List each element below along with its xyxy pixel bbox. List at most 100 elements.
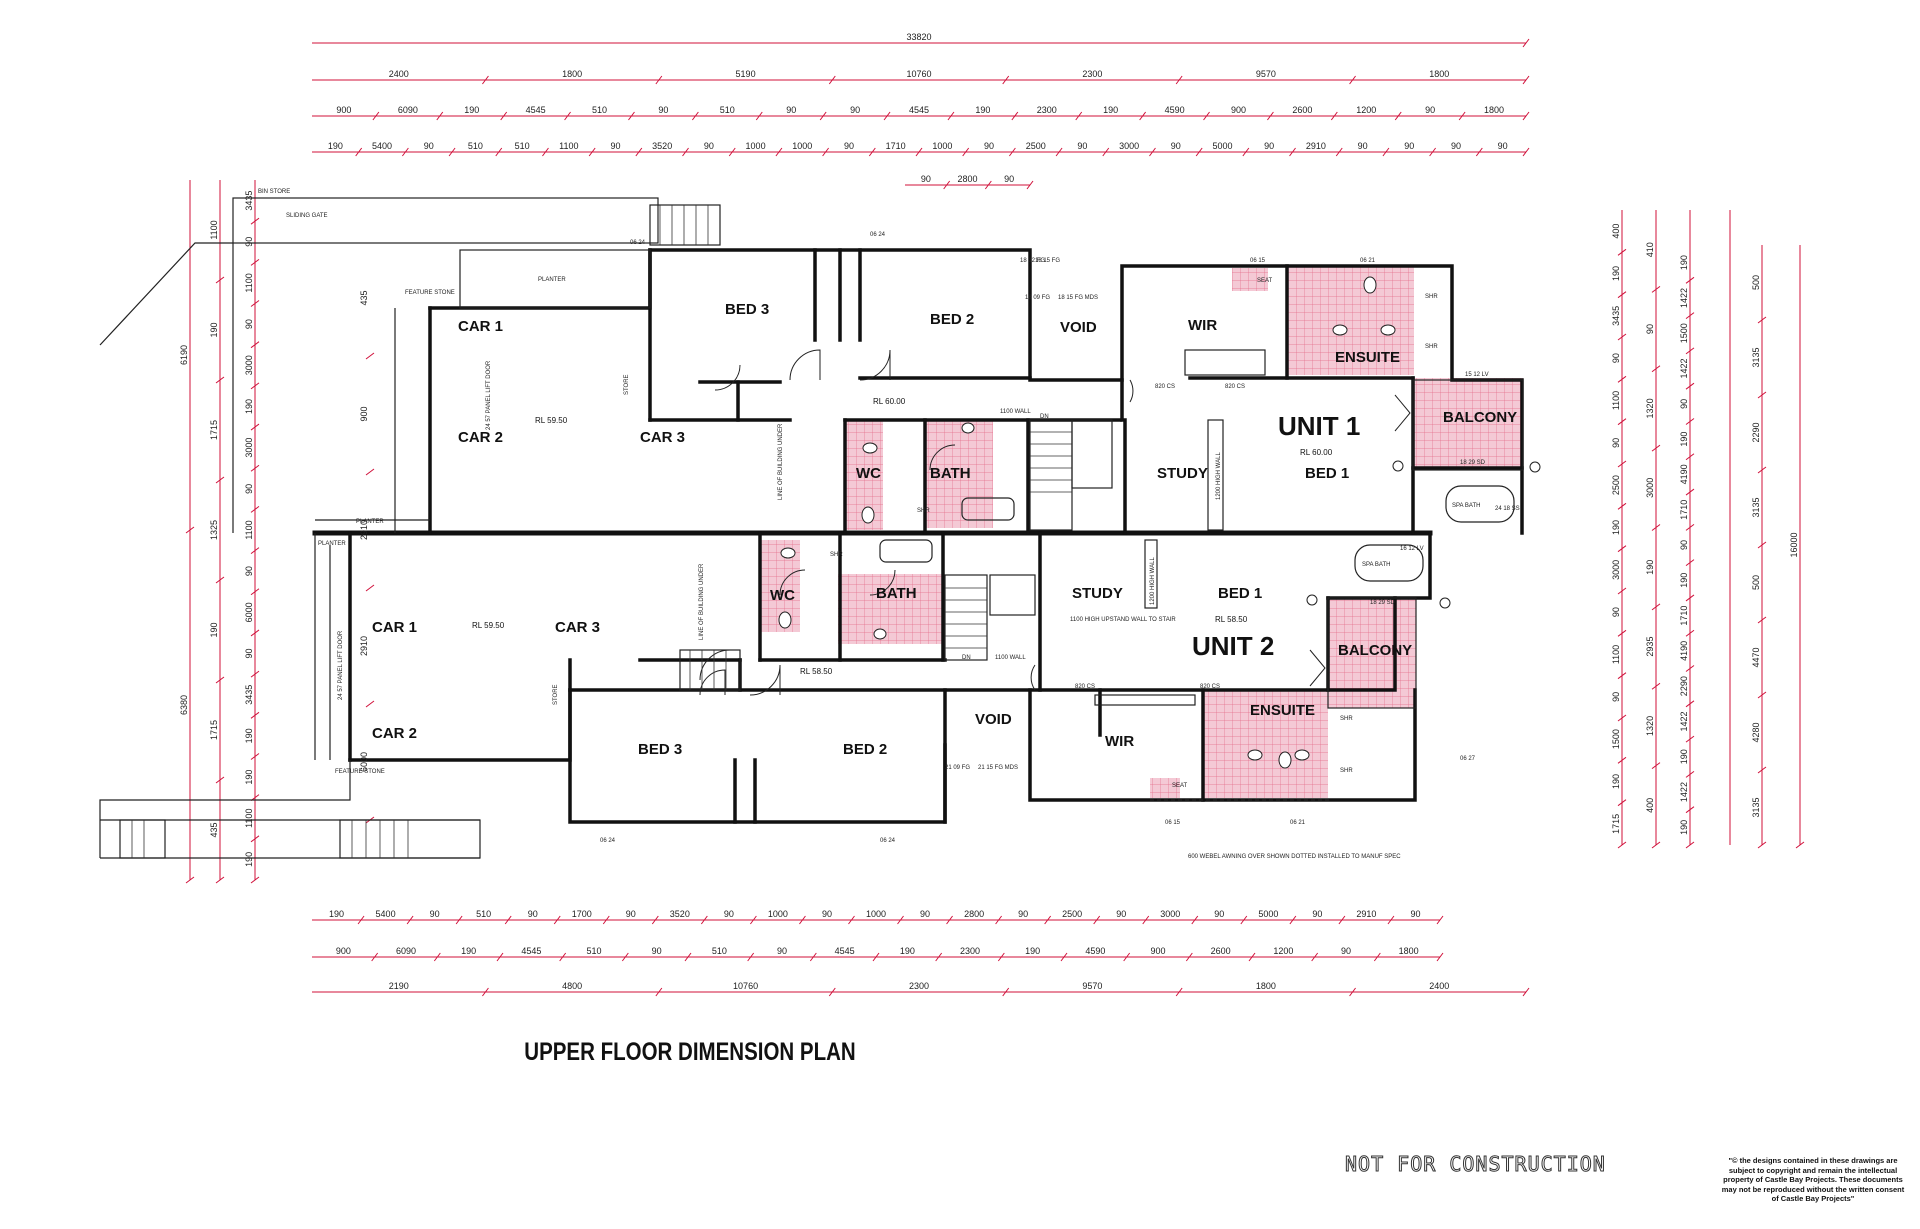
tick-right_c-9: [1685, 594, 1695, 602]
dim-bot2-4: 510: [586, 946, 601, 956]
dim-right_d-3: 3135: [1751, 497, 1761, 517]
tick-top3-9: [947, 111, 955, 121]
room-car1-u1: CAR 1: [458, 318, 503, 335]
dim-right_d-1: 3135: [1751, 347, 1761, 367]
tick-right_b-4: [1651, 603, 1661, 611]
tick-right_c-6: [1685, 488, 1695, 496]
note-planter-mid: PLANTER: [356, 519, 384, 525]
plan-annotation-21: 18 12 FG: [1020, 258, 1045, 264]
dim-left_b-16: 190: [244, 852, 254, 867]
tick-bot2-3: [559, 952, 567, 962]
note-dn-u2: DN: [962, 655, 971, 661]
dim-left_b-5: 190: [244, 399, 254, 414]
tick-bot1-15: [1093, 915, 1101, 925]
tick-top4-25: [1522, 147, 1530, 157]
dim-right_b-4: 190: [1645, 560, 1655, 575]
room-car2-u2: CAR 2: [372, 725, 417, 742]
tick-right_a-5: [1617, 460, 1627, 468]
dim-right_c-7: 1710: [1679, 500, 1689, 520]
tick-right_b-5: [1651, 682, 1661, 690]
dim-top4-21: 2910: [1306, 141, 1326, 151]
tick-top4-5: [588, 147, 596, 157]
note-feature-stone-top: FEATURE STONE: [405, 290, 455, 296]
tick-right_c-4: [1685, 418, 1695, 425]
note-sliding-gate: SLIDING GATE: [286, 213, 328, 219]
tick-top4-3: [495, 147, 503, 157]
dim-bot3-6: 2400: [1429, 981, 1449, 991]
dim-top3-7: 90: [786, 105, 796, 115]
tick-right_a-10: [1617, 672, 1627, 680]
tick-right_d-3: [1757, 541, 1767, 549]
tick-bot2-15: [1311, 952, 1319, 962]
room-car3-u1: CAR 3: [640, 429, 685, 446]
copyright-notice: "© the designs contained in these drawin…: [1721, 1156, 1905, 1203]
dim-bot3-2: 10760: [733, 981, 758, 991]
room-wir-u1: WIR: [1188, 317, 1217, 334]
dim-bot2-5: 90: [652, 946, 662, 956]
tick-top3-14: [1267, 111, 1274, 121]
tick-top1-0: [1522, 38, 1530, 48]
dim-bot1-2: 90: [430, 909, 440, 919]
tick-bot1-18: [1240, 915, 1248, 925]
tick-left_b-1: [250, 258, 260, 266]
plan-annotation-4: 06 15: [1250, 258, 1266, 264]
tick-top2-2: [828, 75, 836, 85]
note-store-u1: STORE: [624, 374, 630, 395]
dim-top3-8: 90: [850, 105, 860, 115]
tick-bot2-0: [371, 952, 379, 962]
dim-right_a-1: 190: [1611, 266, 1621, 281]
dim-bot1-12: 90: [920, 909, 930, 919]
dim-top4-15: 2500: [1026, 141, 1046, 151]
tick-bot3-3: [1002, 987, 1010, 997]
tick-bot1-12: [946, 915, 953, 925]
tick-top3-18: [1522, 111, 1530, 121]
tick-bot1-14: [1044, 915, 1052, 925]
tick-right_d-0: [1757, 316, 1767, 324]
note-planter-top: PLANTER: [538, 277, 566, 283]
tick-top3-16: [1394, 111, 1402, 121]
room-bath-u2: BATH: [876, 585, 917, 602]
tick-top2-5: [1349, 75, 1356, 85]
plan-annotation-15: 18 29 SD: [1370, 600, 1396, 606]
dim-bot1-11: 1000: [866, 909, 886, 919]
dim-right_c-4: 90: [1679, 399, 1689, 409]
tick-left_c-2: [365, 584, 375, 592]
tick-bot1-3: [504, 915, 512, 925]
tick-left_b-11: [250, 670, 260, 678]
room-wc-u1: WC: [856, 465, 881, 482]
dim-top4-6: 90: [610, 141, 620, 151]
tick-right_c-1: [1685, 312, 1695, 319]
note-upstand: 1100 HIGH UPSTAND WALL TO STAIR: [1070, 617, 1176, 623]
plan-annotation-2: 06 24: [870, 232, 886, 238]
note-shr-e: SHR: [1340, 716, 1353, 722]
dim-bot1-3: 510: [476, 909, 491, 919]
stair-treads: [131, 205, 1072, 858]
dim-top3-1: 6090: [398, 105, 418, 115]
dim-right_c-6: 4190: [1679, 464, 1689, 484]
tick-bot3-5: [1349, 987, 1356, 997]
dim-bot2-7: 90: [777, 946, 787, 956]
plan-annotation-18: 18 15 FG MDS: [1058, 295, 1098, 301]
plan-annotation-1: 06 24: [600, 838, 616, 844]
dim-left_b-3: 90: [244, 319, 254, 329]
dim-left_b-15: 1100: [244, 809, 254, 828]
dim-left_b-14: 190: [244, 770, 254, 785]
tick-top4-18: [1195, 147, 1203, 157]
dim-left_b-7: 90: [244, 484, 254, 494]
tick-left_b-16: [250, 876, 260, 884]
dim-top3-14: 900: [1231, 105, 1246, 115]
dim-right_c-2: 1500: [1679, 323, 1689, 343]
tick-right_c-0: [1685, 276, 1695, 284]
dim-left_b-9: 90: [244, 566, 254, 576]
dim-left_a-4: 190: [209, 622, 219, 637]
tick-top4-23: [1429, 147, 1437, 157]
tick-bot1-9: [799, 915, 806, 925]
dim-left_c-0: 435: [359, 290, 369, 305]
dim-left_b-12: 3435: [244, 685, 254, 705]
plan-annotation-0: 06 24: [630, 240, 646, 246]
tick-left_b-13: [250, 753, 260, 760]
dim-bot2-1: 6090: [396, 946, 416, 956]
dim-bot1-1: 5400: [376, 909, 396, 919]
dim-right_a-12: 1500: [1611, 729, 1621, 749]
